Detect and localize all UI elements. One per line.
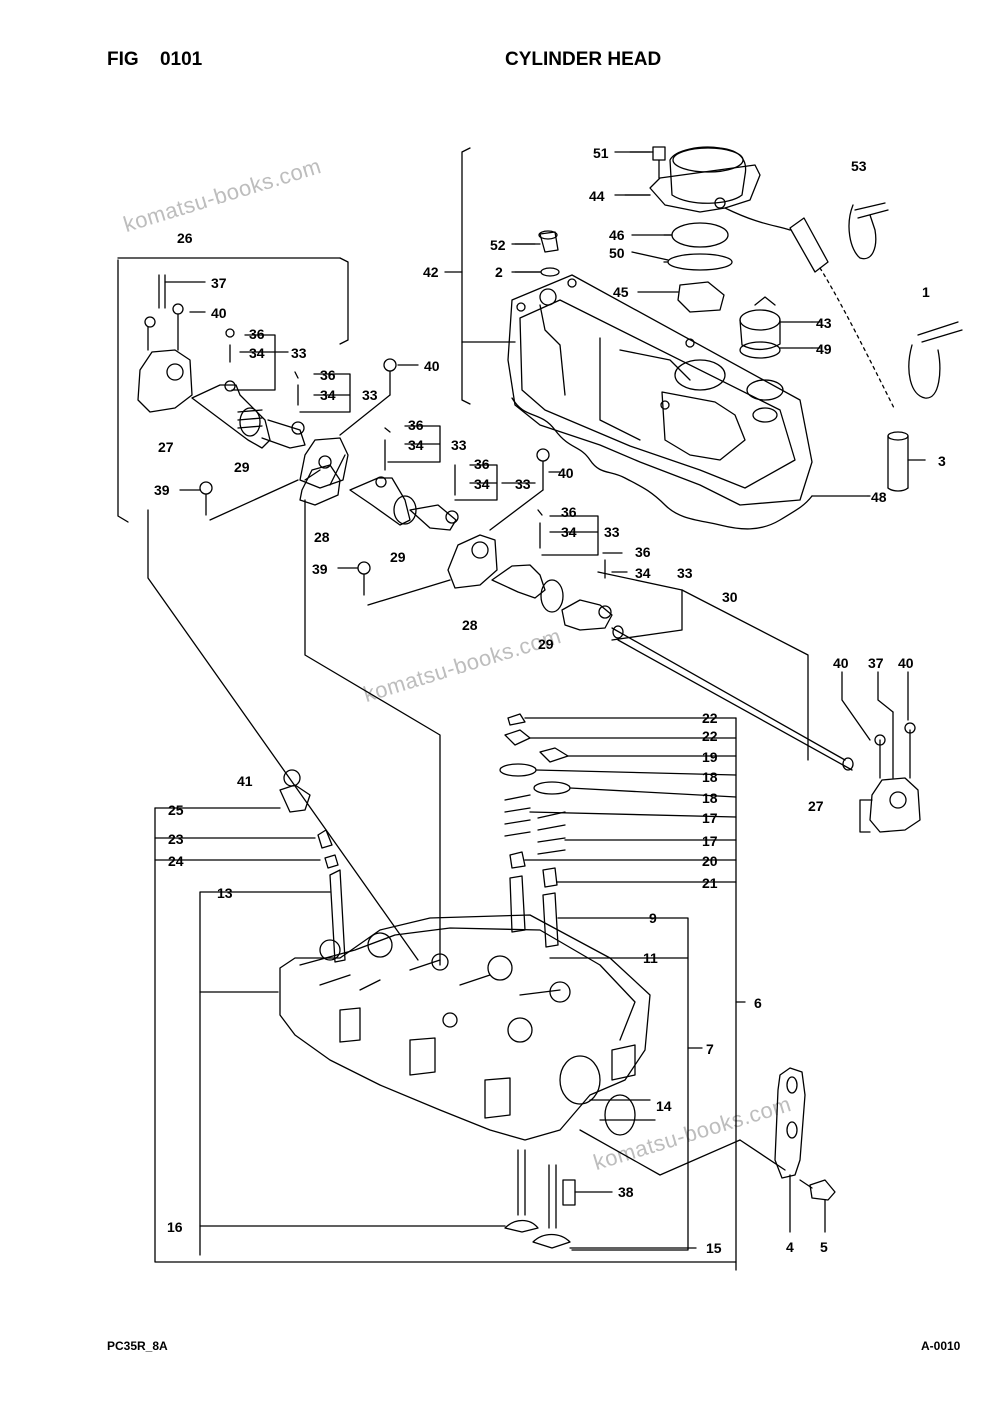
page-title: CYLINDER HEAD: [505, 49, 662, 70]
callout-45: 45: [613, 284, 629, 300]
callout-33-5: 33: [604, 524, 620, 540]
valve-train: [199, 713, 746, 1271]
rocker-cover: [444, 146, 963, 530]
callout-34-4: 34: [474, 476, 490, 492]
callout-49: 49: [816, 341, 832, 357]
figure-label: FIG 0101: [107, 49, 202, 71]
callout-37-left: 37: [211, 275, 227, 291]
callout-29-2: 29: [390, 549, 406, 565]
callout-39-center: 39: [312, 561, 328, 577]
callout-11: 11: [643, 950, 658, 966]
callout-42: 42: [423, 264, 439, 280]
fig-number: 0101: [159, 49, 203, 70]
callout-43: 43: [816, 315, 832, 331]
callout-33-6: 33: [677, 565, 693, 581]
callout-34-3: 34: [408, 437, 424, 453]
callout-18-a: 18: [702, 769, 718, 785]
callout-28-right: 28: [462, 617, 478, 633]
callout-36-3: 36: [408, 417, 424, 433]
rocker-arm-assemblies: [117, 257, 921, 966]
callout-37-right: 37: [868, 655, 884, 671]
callout-41: 41: [237, 773, 253, 789]
callout-2: 2: [495, 264, 503, 280]
callout-38: 38: [618, 1184, 634, 1200]
callout-5: 5: [820, 1239, 828, 1255]
callout-21: 21: [702, 875, 718, 891]
callout-39-left: 39: [154, 482, 170, 498]
callout-24: 24: [168, 853, 184, 869]
callout-19: 19: [702, 749, 718, 765]
callout-46: 46: [609, 227, 625, 243]
callout-6: 6: [754, 995, 762, 1011]
callout-36-1: 36: [249, 326, 265, 342]
callout-1: 1: [922, 284, 930, 300]
callout-20: 20: [702, 853, 718, 869]
callout-48: 48: [871, 489, 887, 505]
model-code: PC35R_8A: [107, 1339, 168, 1353]
callout-23: 23: [168, 831, 184, 847]
cylinder-head: [154, 769, 836, 1263]
callout-36-2: 36: [320, 367, 336, 383]
callout-labels: 51 44 53 52 46 50 2 42 45 1 43 49 3 48 2…: [154, 145, 946, 1256]
callout-53: 53: [851, 158, 867, 174]
callout-44: 44: [589, 188, 605, 204]
callout-40-right-a: 40: [833, 655, 849, 671]
callout-25: 25: [168, 802, 184, 818]
callout-33-1: 33: [291, 345, 307, 361]
callout-17-a: 17: [702, 810, 718, 826]
callout-16: 16: [167, 1219, 183, 1235]
callout-36-5: 36: [561, 504, 577, 520]
callout-50: 50: [609, 245, 625, 261]
callout-30: 30: [722, 589, 738, 605]
callout-13: 13: [217, 885, 233, 901]
callout-33-4: 33: [515, 476, 531, 492]
callout-28-left: 28: [314, 529, 330, 545]
callout-22-a: 22: [702, 710, 718, 726]
callout-27-right: 27: [808, 798, 824, 814]
callout-18-b: 18: [702, 790, 718, 806]
callout-26: 26: [177, 230, 193, 246]
page-number: A-0010: [921, 1339, 961, 1353]
leader-stubs: [514, 151, 926, 497]
callout-7: 7: [706, 1041, 714, 1057]
callout-29-1: 29: [234, 459, 250, 475]
callout-4: 4: [786, 1239, 794, 1255]
callout-17-b: 17: [702, 833, 718, 849]
callout-22-b: 22: [702, 728, 718, 744]
callout-40-left: 40: [211, 305, 227, 321]
callout-9: 9: [649, 910, 657, 926]
callout-29-3: 29: [538, 636, 554, 652]
callout-40-center: 40: [558, 465, 574, 481]
callout-3: 3: [938, 453, 946, 469]
callout-15: 15: [706, 1240, 722, 1256]
callout-34-1: 34: [249, 345, 265, 361]
fig-label-text: FIG: [107, 49, 139, 70]
callout-40-mid: 40: [424, 358, 440, 374]
callout-34-6: 34: [635, 565, 651, 581]
callout-27-left: 27: [158, 439, 174, 455]
callout-51: 51: [593, 145, 609, 161]
callout-34-5: 34: [561, 524, 577, 540]
callout-36-6: 36: [635, 544, 651, 560]
callout-33-2: 33: [362, 387, 378, 403]
callout-33-3: 33: [451, 437, 467, 453]
callout-36-4: 36: [474, 456, 490, 472]
callout-14: 14: [656, 1098, 672, 1114]
callout-34-2: 34: [320, 387, 336, 403]
callout-52: 52: [490, 237, 506, 253]
callout-40-right-b: 40: [898, 655, 914, 671]
